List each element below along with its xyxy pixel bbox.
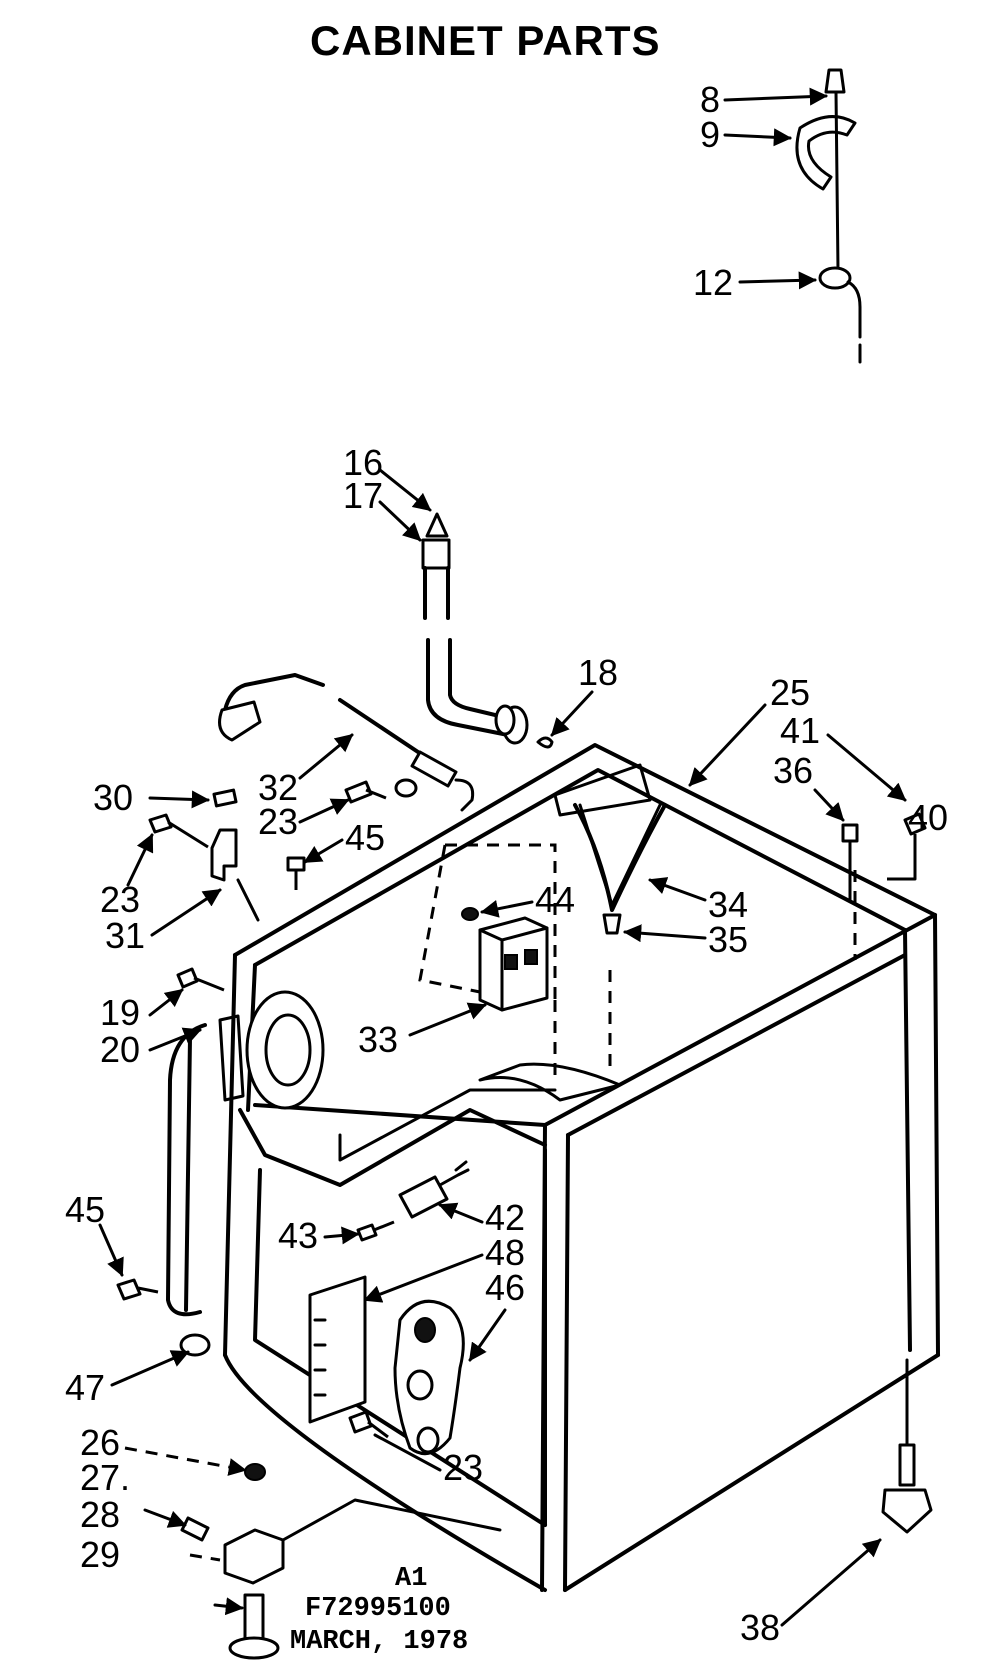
callout-33: 33 — [358, 1019, 398, 1060]
callout-16: 16 — [343, 442, 383, 483]
callout-26: 26 — [80, 1422, 120, 1463]
callout-12: 12 — [693, 262, 733, 303]
bracket-31 — [210, 828, 238, 882]
callout-30: 30 — [93, 777, 133, 818]
callout-45-upper: 45 — [345, 817, 385, 858]
wire-harness — [218, 673, 475, 812]
callout-20: 20 — [100, 1029, 140, 1070]
block-29 — [223, 1528, 285, 1585]
clip-30 — [212, 788, 238, 808]
washer-cabinet — [223, 743, 940, 1592]
callout-9: 9 — [700, 114, 720, 155]
callout-17: 17 — [343, 475, 383, 516]
callout-23-upper: 23 — [258, 801, 298, 842]
nut-26 — [244, 1463, 266, 1481]
screw-45-lower — [116, 1278, 159, 1301]
plug-28 — [180, 1516, 210, 1542]
callout-44: 44 — [535, 879, 575, 920]
fill-hose — [421, 512, 529, 745]
callout-46: 46 — [485, 1267, 525, 1308]
grommet-part — [536, 736, 554, 749]
nut-47 — [179, 1333, 211, 1357]
screw-45-upper — [286, 856, 306, 890]
callout-38: 38 — [740, 1607, 780, 1648]
nut-35 — [602, 913, 622, 935]
panel-48 — [308, 1275, 367, 1424]
nut-44 — [461, 907, 479, 921]
callout-47: 47 — [65, 1367, 105, 1408]
callout-43: 43 — [278, 1215, 318, 1256]
callout-40: 40 — [908, 797, 948, 838]
bolt-36 — [841, 823, 859, 901]
screw-23-left — [148, 813, 209, 849]
washer-part — [818, 266, 852, 290]
callout-45-lower: 45 — [65, 1189, 105, 1230]
callout-27: 27. — [80, 1457, 130, 1498]
callout-18: 18 — [578, 652, 618, 693]
callout-23-lower: 23 — [443, 1447, 483, 1488]
callout-35: 35 — [708, 919, 748, 960]
clamp-part — [795, 115, 857, 191]
stamp-line-1: A1 — [395, 1564, 427, 1594]
callout-19: 19 — [100, 992, 140, 1033]
screw-19 — [176, 967, 225, 992]
leveling-foot-38 — [898, 1443, 916, 1487]
screw-43 — [356, 1220, 395, 1242]
callout-42: 42 — [485, 1197, 525, 1238]
callout-23-left: 23 — [100, 879, 140, 920]
callout-31: 31 — [105, 915, 145, 956]
stamp-line-2: F72995100 — [305, 1594, 451, 1624]
stamp-line-3: MARCH, 1978 — [290, 1627, 468, 1657]
bracket-40 — [887, 812, 927, 881]
screw-23-upper — [344, 780, 387, 804]
callout-34: 34 — [708, 884, 748, 925]
callout-41: 41 — [780, 710, 820, 751]
callout-36: 36 — [773, 750, 813, 791]
capacitor-42 — [398, 1175, 449, 1219]
screw-part — [824, 68, 846, 94]
callout-8: 8 — [700, 79, 720, 120]
callout-28: 28 — [80, 1494, 120, 1535]
callout-29: 29 — [80, 1534, 120, 1575]
callout-25: 25 — [770, 672, 810, 713]
hose-clamp-assembly — [795, 68, 862, 364]
screw-23-lower — [348, 1410, 389, 1439]
hidden-lines — [418, 843, 857, 1075]
hose-nozzle — [425, 512, 449, 538]
diagram-title: CABINET PARTS — [310, 17, 661, 64]
strap-20 — [166, 1023, 207, 1317]
callout-32: 32 — [258, 767, 298, 808]
callout-48: 48 — [485, 1232, 525, 1273]
pulley-part — [245, 990, 325, 1110]
